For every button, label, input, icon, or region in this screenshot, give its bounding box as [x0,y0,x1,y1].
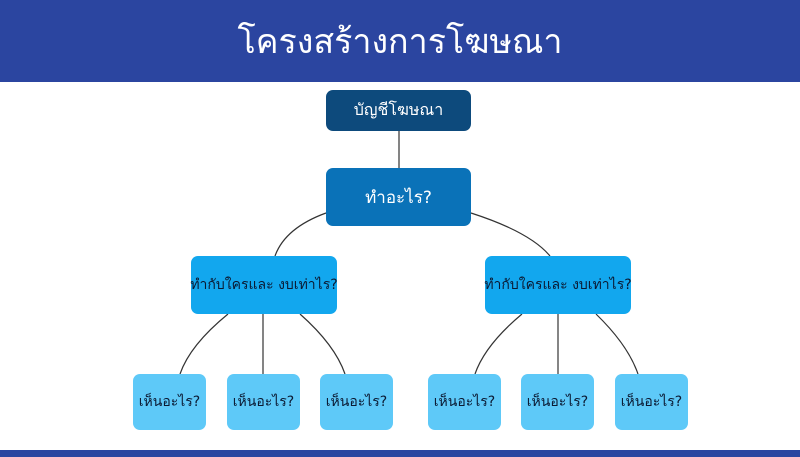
footer-bar [0,450,800,457]
connector-right-leaf4 [474,313,523,375]
connector-left-leaf1 [179,313,229,375]
connector-what-right [470,212,551,257]
node-label: เห็นอะไร? [526,394,589,410]
node-label: เห็นอะไร? [138,394,201,410]
node-who-budget-left: ทำกับใครและ งบเท่าไร? [190,256,338,314]
node-label: เห็นอะไร? [433,394,496,410]
node-label: เห็นอะไร? [325,394,388,410]
node-label: ทำกับใครและ งบเท่าไร? [484,277,632,293]
node-who-budget-right: ทำกับใครและ งบเท่าไร? [484,256,632,314]
page-title: โครงสร้างการโฆษณา [237,22,563,62]
node-label: บัญชีโฆษณา [353,100,444,119]
node-label: ทำกับใครและ งบเท่าไร? [190,277,338,293]
connector-right-leaf6 [595,313,639,375]
node-leaf: เห็นอะไร? [133,374,206,430]
node-leaf: เห็นอะไร? [521,374,594,430]
node-label: ทำอะไร? [365,187,432,208]
node-leaf: เห็นอะไร? [428,374,501,430]
node-leaf: เห็นอะไร? [320,374,393,430]
node-label: เห็นอะไร? [620,394,683,410]
node-leaf: เห็นอะไร? [615,374,688,430]
connector-left-leaf3 [299,313,346,375]
node-leaf: เห็นอะไร? [227,374,300,430]
node-what: ทำอะไร? [326,168,471,226]
node-label: เห็นอะไร? [232,394,295,410]
node-ad-account: บัญชีโฆษณา [326,90,471,131]
connector-what-left [274,212,327,257]
header-banner: โครงสร้างการโฆษณา [0,0,800,82]
